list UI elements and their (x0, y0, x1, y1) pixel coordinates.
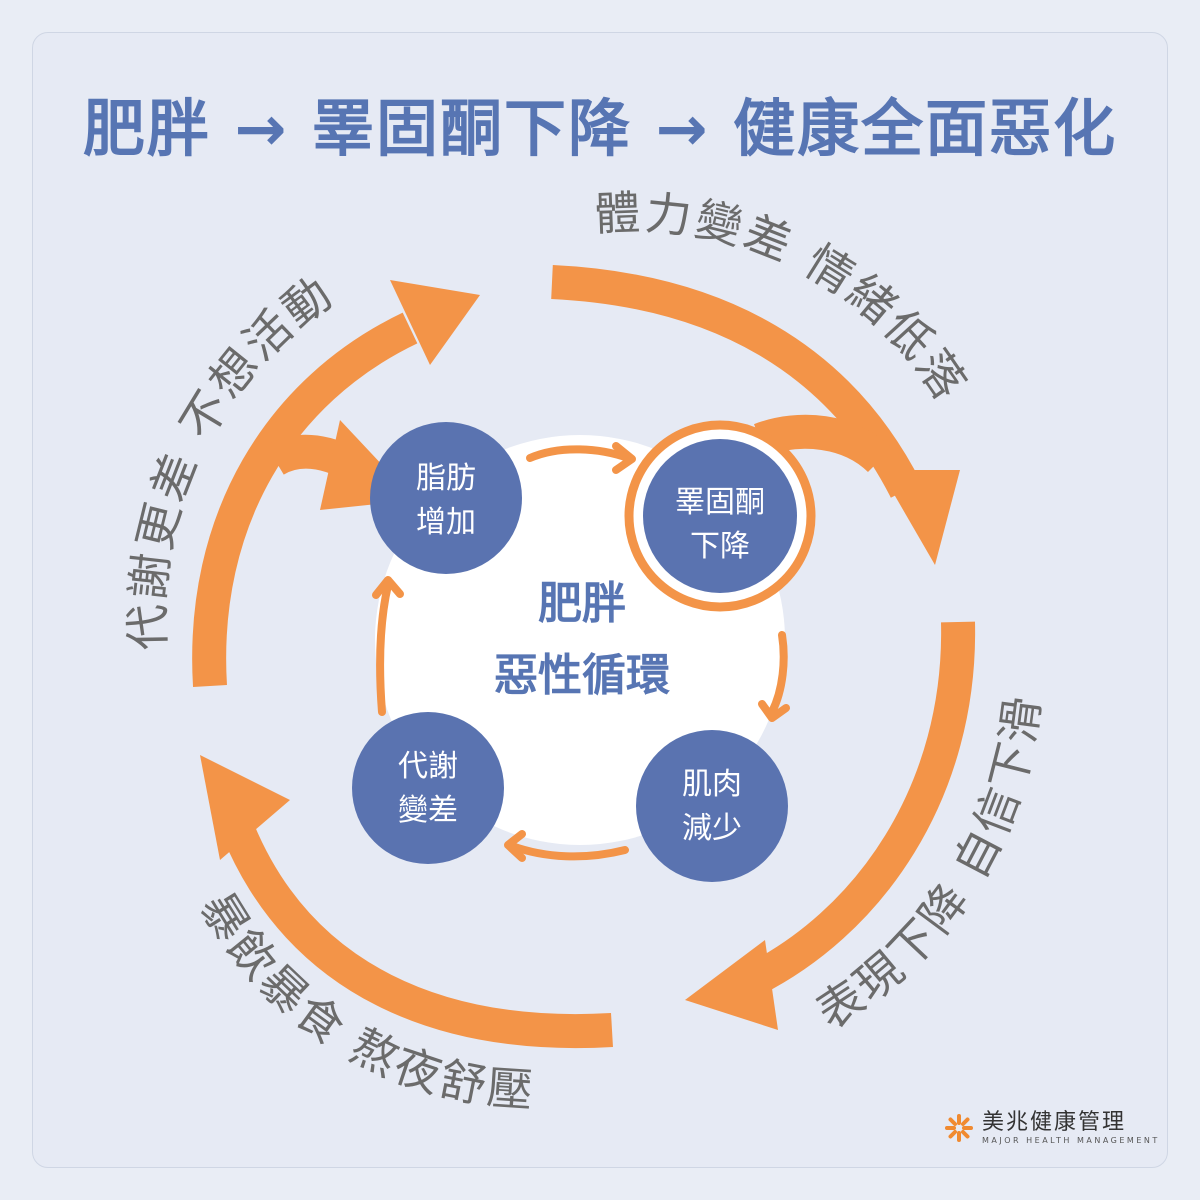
node-metab-line2: 變差 (398, 793, 458, 828)
inner-head-3 (504, 830, 526, 862)
node-fat (370, 422, 522, 574)
ring-label-bottom-left: 暴飲暴食 熬夜舒壓 (190, 883, 537, 1118)
ring-label-bottom-left-path: 暴飲暴食 熬夜舒壓 (190, 883, 534, 1118)
arrowhead-right (685, 940, 778, 1030)
brand-logo: 美兆健康管理 MAJOR HEALTH MANAGEMENT (944, 1106, 1160, 1150)
inner-head-1 (612, 442, 636, 474)
arrowhead-bottom-left (200, 755, 290, 860)
inner-arrow-metab-to-fat (376, 581, 392, 716)
inner-head-2 (758, 700, 790, 722)
node-muscle-line1: 肌肉 (682, 767, 742, 802)
inner-head-4 (372, 576, 404, 599)
page-title: 肥胖 → 睪固酮下降 → 健康全面惡化 (82, 92, 1118, 165)
brand-tagline: MAJOR HEALTH MANAGEMENT (982, 1135, 1160, 1145)
node-testo (643, 439, 797, 593)
brand-name: 美兆健康管理 (982, 1109, 1127, 1135)
center-title-line1: 肥胖 (538, 578, 626, 629)
node-fat-line2: 增加 (416, 505, 476, 540)
arrowhead-top-right (880, 470, 960, 565)
inner-arrow-fat-to-testo (526, 445, 632, 462)
center-title-line2: 惡性循環 (494, 650, 670, 701)
node-muscle-line2: 減少 (682, 811, 742, 846)
node-metab-line1: 代謝 (398, 749, 458, 784)
outer-arrow-left (192, 312, 418, 688)
outer-arrow-right (737, 621, 976, 1000)
burst-logo-icon (945, 1114, 973, 1142)
top-branch-arrow (754, 414, 893, 473)
outer-arrow-bottom-left (222, 823, 613, 1049)
node-fat-line1: 脂肪 (416, 461, 476, 496)
inner-arrow-testo-to-muscle (768, 631, 788, 716)
brand-words: 美兆健康管理 MAJOR HEALTH MANAGEMENT (982, 1109, 1160, 1145)
node-metab (352, 712, 504, 864)
arrowhead-left (390, 280, 480, 365)
node-muscle (636, 730, 788, 882)
node-testo-line1: 睪固酮 (675, 485, 765, 520)
inner-arrow-muscle-to-metab (508, 842, 629, 861)
node-testo-line2: 下降 (690, 529, 750, 564)
